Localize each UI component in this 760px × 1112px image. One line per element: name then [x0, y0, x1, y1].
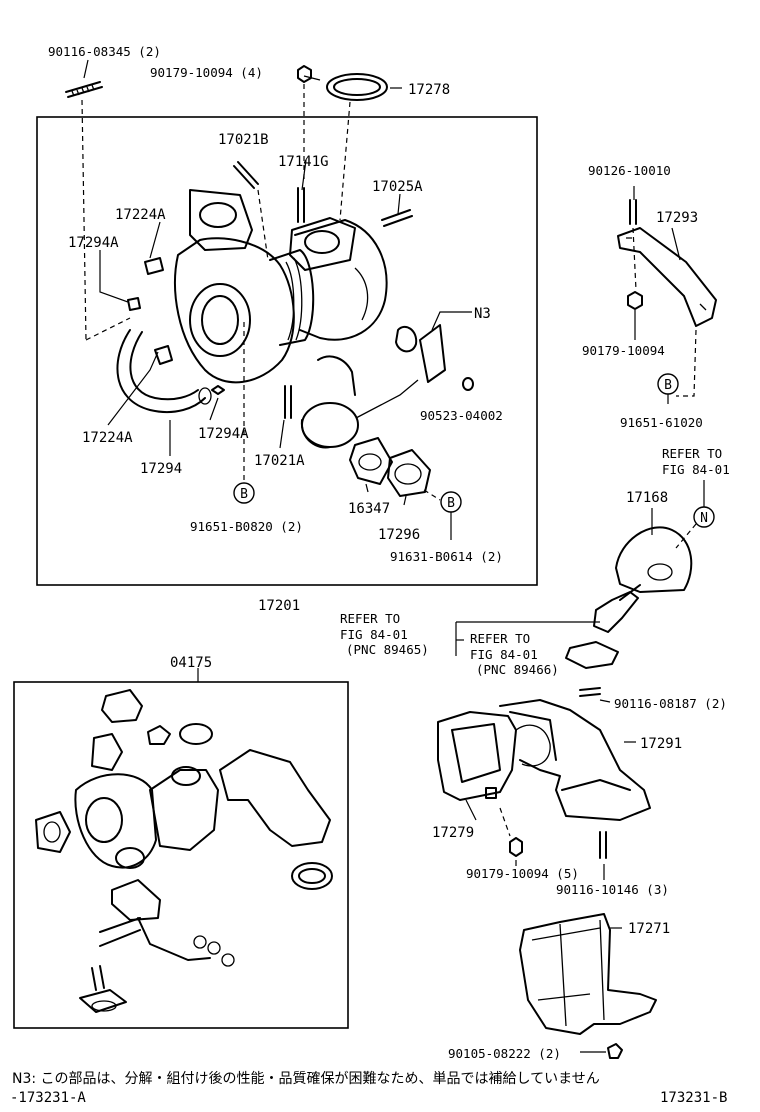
- label-17271: 17271: [628, 921, 670, 937]
- wastegate-actuator-icon: [300, 324, 446, 449]
- bolt-90126-icon: [629, 199, 637, 225]
- label-91631-B0614: 91631-B0614 (2): [390, 549, 503, 564]
- label-refer1-line2: FIG 84-01: [662, 462, 730, 477]
- stud-17021A-icon: [284, 385, 292, 419]
- label-17168: 17168: [626, 490, 668, 506]
- footnote-n3: N3: この部品は、分解・組付け後の性能・品質確保が困難なため、単品では補給して…: [12, 1071, 600, 1087]
- label-refer2-line2: FIG 84-01: [340, 627, 408, 642]
- label-17021A: 17021A: [254, 453, 305, 469]
- label-refer3-line2: FIG 84-01: [470, 647, 538, 662]
- label-refer3-line1: REFER TO: [470, 631, 530, 646]
- label-90126-10010: 90126-10010: [588, 163, 671, 178]
- label-N3: N3: [474, 306, 491, 322]
- label-90179-10094-4: 90179-10094 (4): [150, 65, 263, 80]
- insulator-17168-icon: [593, 526, 693, 633]
- label-90116-08187: 90116-08187 (2): [614, 696, 727, 711]
- gasket-17296-icon: [387, 449, 431, 497]
- label-16347: 16347: [348, 501, 390, 517]
- gasket-kit-icon: [35, 689, 333, 1013]
- stud-bolt-icon: [65, 81, 103, 98]
- label-refer2-line1: REFER TO: [340, 611, 400, 626]
- bolt-90105-icon: [607, 1043, 623, 1059]
- label-04175: 04175: [170, 655, 212, 671]
- figure-code-right: 173231-B: [660, 1090, 728, 1106]
- turbo-assembly-frame: [36, 116, 538, 586]
- label-91651-61020: 91651-61020: [620, 415, 703, 430]
- label-17293: 17293: [656, 210, 698, 226]
- label-90116-08345: 90116-08345 (2): [48, 44, 161, 59]
- label-17294: 17294: [140, 461, 182, 477]
- label-17278: 17278: [408, 82, 450, 98]
- stud-17025A-icon: [381, 209, 413, 227]
- insulator-17271-icon: [519, 913, 657, 1035]
- gasket-kit-frame: [13, 681, 349, 1029]
- stud-90116-10146-icon: [599, 831, 607, 859]
- label-refer3-line3: (PNC 89466): [476, 662, 559, 677]
- stud-17141G-icon: [297, 187, 305, 223]
- nut-icon: [297, 65, 312, 83]
- label-17021B: 17021B: [218, 132, 269, 148]
- label-17296: 17296: [378, 527, 420, 543]
- gasket-16347-icon: [349, 437, 393, 485]
- label-refer1-line1: REFER TO: [662, 446, 722, 461]
- label-17201: 17201: [258, 598, 300, 614]
- label-17294A-top: 17294A: [68, 235, 119, 251]
- label-17224A-bottom: 17224A: [82, 430, 133, 446]
- callout-n-text: N: [700, 511, 708, 526]
- stud-17021B-icon: [233, 161, 259, 189]
- callout-b-2-text: B: [447, 496, 455, 511]
- label-90105-08222: 90105-08222 (2): [448, 1046, 561, 1061]
- turbocharger-icon: [116, 189, 388, 414]
- figure-code-left: -173231-A: [10, 1090, 86, 1106]
- label-90179-10094-5: 90179-10094 (5): [466, 866, 579, 881]
- clip-icon: [462, 377, 474, 391]
- label-17025A: 17025A: [372, 179, 423, 195]
- nut-90179-5-icon: [509, 837, 523, 857]
- nut-90179-icon: [627, 291, 643, 310]
- label-17291: 17291: [640, 736, 682, 752]
- label-17279: 17279: [432, 825, 474, 841]
- exhaust-elbow-icon: [437, 699, 651, 821]
- callout-b-1-text: B: [240, 487, 248, 502]
- label-refer2-line3: (PNC 89465): [346, 642, 429, 657]
- bracket-17293-icon: [617, 227, 717, 327]
- label-91651-B0820: 91651-B0820 (2): [190, 519, 303, 534]
- label-17141G: 17141G: [278, 154, 329, 170]
- label-17294A-bottom: 17294A: [198, 426, 249, 442]
- label-90179-10094: 90179-10094: [582, 343, 665, 358]
- label-90523-04002: 90523-04002: [420, 408, 503, 423]
- callout-b-1: [233, 482, 255, 504]
- stud-90116-08187-icon: [579, 687, 601, 697]
- label-17224A-top: 17224A: [115, 207, 166, 223]
- callout-b-3-text: B: [664, 378, 672, 393]
- label-90116-10146: 90116-10146 (3): [556, 882, 669, 897]
- gasket-ring-icon: [326, 73, 388, 101]
- gasket-small-icon: [565, 641, 619, 669]
